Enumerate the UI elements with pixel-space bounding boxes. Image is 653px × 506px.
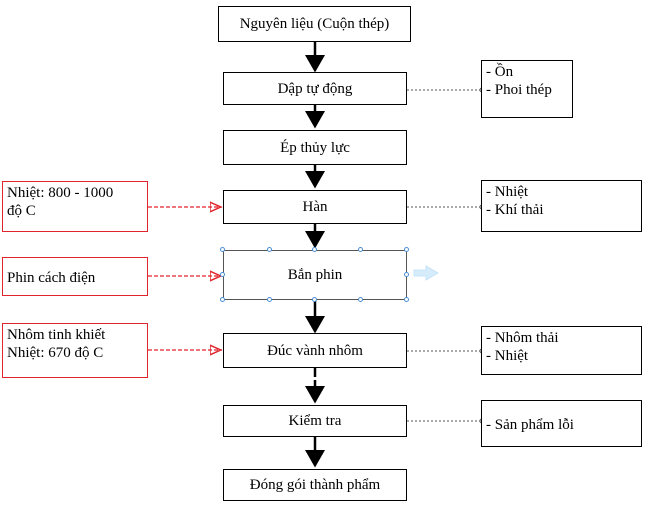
step-duc-vanh-nhom[interactable]: Đúc vành nhôm [223,333,407,368]
input-han[interactable]: Nhiệt: 800 - 1000 độ C [2,181,148,232]
handle-tc[interactable] [312,247,317,252]
step-ban-phin[interactable]: Bắn phin [223,250,407,300]
step-kiem-tra[interactable]: Kiểm tra [223,405,407,437]
handle-tr2[interactable] [358,247,363,252]
output-item: - Nhiệt [486,184,529,200]
handle-tr[interactable] [404,247,409,252]
handle-bm[interactable] [267,297,272,302]
handle-tm[interactable] [267,247,272,252]
output-item: - Phoi thép [486,82,552,98]
step-han[interactable]: Hàn [223,190,407,224]
input-item: Nhôm tinh khiết [7,327,106,343]
output-item: - Sản phẩm lỗi [486,416,574,433]
step-ep-thuy-luc[interactable]: Ép thủy lực [223,130,407,165]
input-item: Nhiệt: 670 độ C [7,345,104,361]
handle-ml[interactable] [220,272,225,277]
input-connectors [148,207,222,350]
step-nguyen-lieu[interactable]: Nguyên liệu (Cuộn thép) [218,6,411,42]
handle-bl[interactable] [220,297,225,302]
input-ban-phin[interactable]: Phin cách điện [2,257,148,296]
output-han[interactable]: - Nhiệt - Khí thải [481,180,642,232]
output-duc-vanh-nhom[interactable]: - Nhôm thải - Nhiệt [481,326,642,375]
output-connectors [407,87,485,424]
handle-br2[interactable] [358,297,363,302]
input-item: độ C [7,203,36,219]
output-dap-tu-dong[interactable]: - Ồn - Phoi thép [481,60,573,118]
handle-br[interactable] [404,297,409,302]
output-item: - Nhôm thải [486,330,559,346]
output-kiem-tra[interactable]: - Sản phẩm lỗi [481,400,642,447]
output-item: - Ồn [486,64,514,80]
handle-mr[interactable] [404,272,409,277]
input-duc-vanh-nhom[interactable]: Nhôm tinh khiết Nhiệt: 670 độ C [2,323,148,378]
step-dap-tu-dong[interactable]: Dập tự động [223,72,407,105]
rotate-drag-arrow [413,265,439,281]
step-dong-goi[interactable]: Đóng gói thành phẩm [223,469,407,501]
input-item: Phin cách điện [7,269,96,286]
handle-tl[interactable] [220,247,225,252]
handle-bc[interactable] [312,297,317,302]
output-item: - Nhiệt [486,348,529,364]
output-item: - Khí thải [486,202,544,218]
input-item: Nhiệt: 800 - 1000 [7,185,114,201]
